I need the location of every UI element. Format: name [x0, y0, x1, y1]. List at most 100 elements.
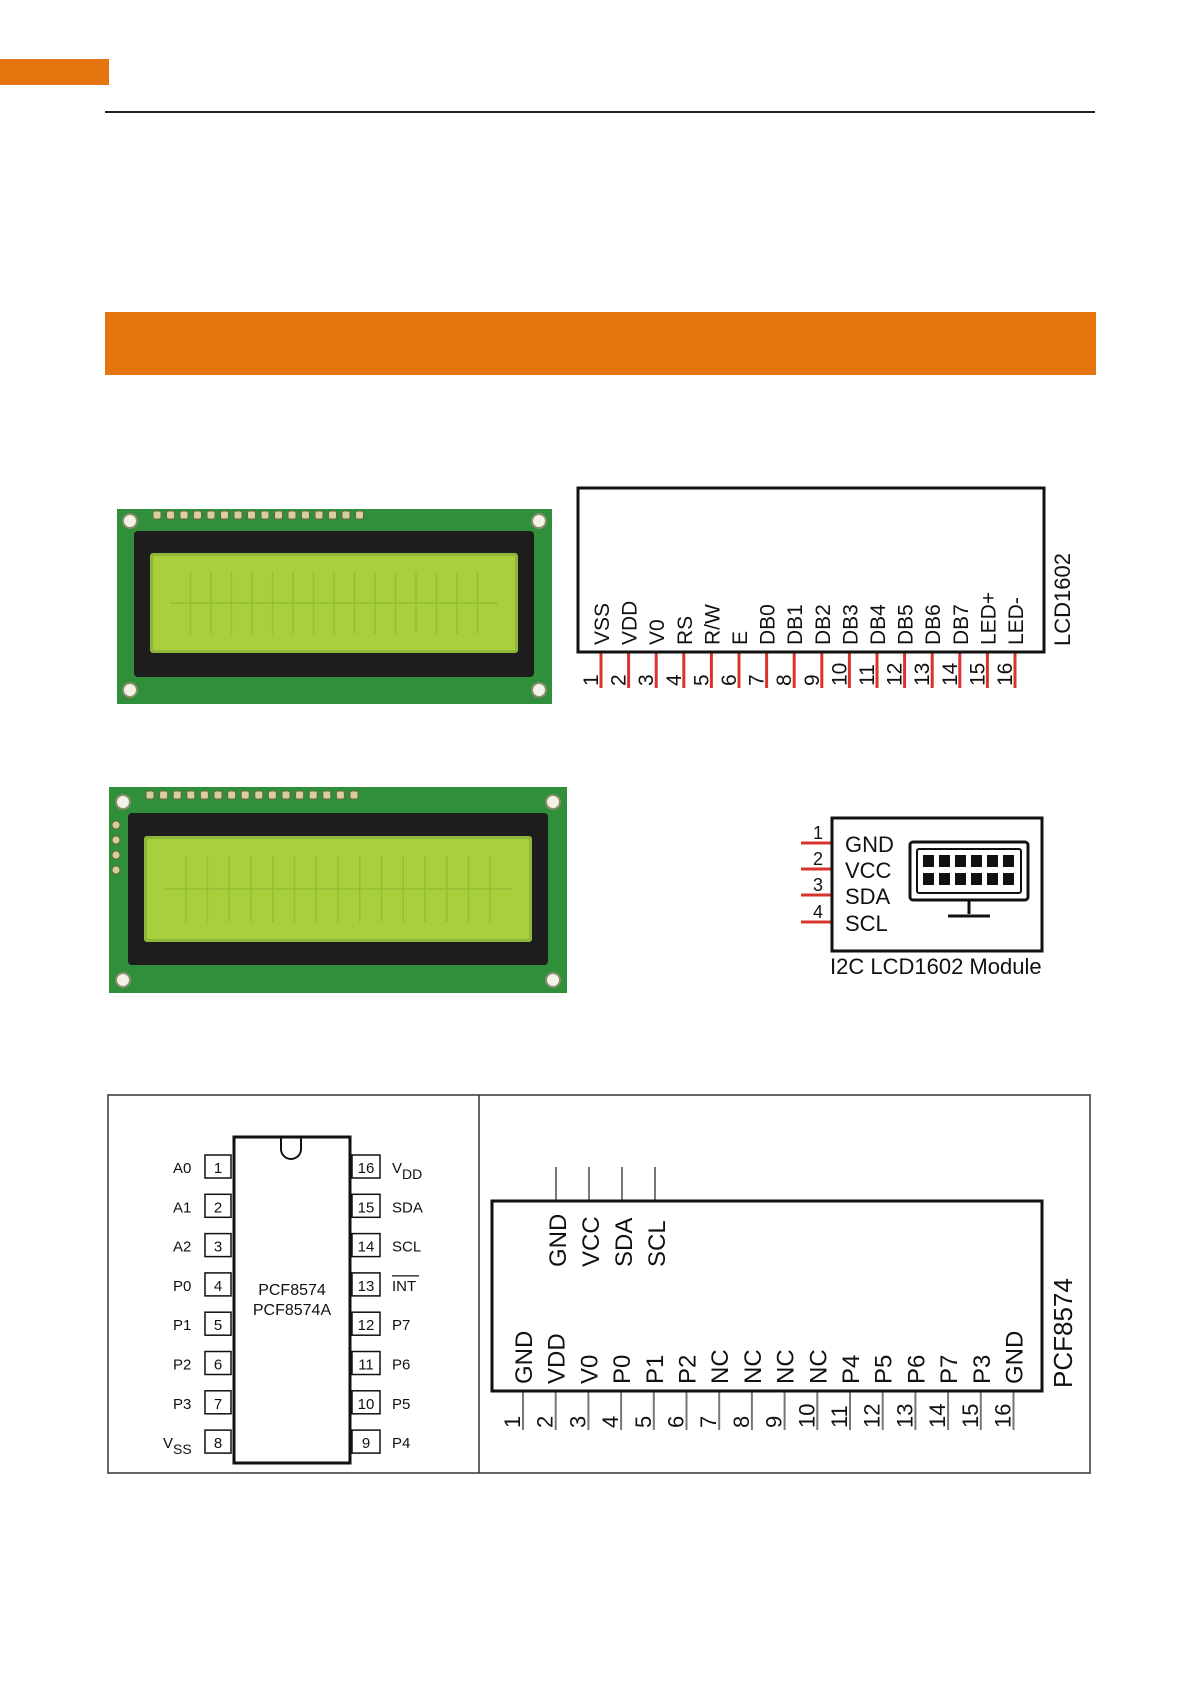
character-grid — [164, 856, 512, 922]
mount-hole — [545, 794, 561, 810]
pcf-top-pin-label: GND — [545, 1214, 572, 1267]
lcd-pin-label: R/W — [701, 604, 724, 645]
lcd-pin-label: LED+ — [977, 592, 1000, 645]
pcf8574-dip-chip: PCF8574 PCF8574A 1A02A13A24P05P16P27P38V… — [163, 1135, 423, 1465]
chip-pin-label: P7 — [392, 1317, 410, 1334]
i2c-pin-number: 3 — [813, 875, 823, 895]
header-pin — [166, 510, 175, 520]
lcd-pin-label: LED- — [1005, 597, 1028, 645]
pcf-pin-number: 1 — [500, 1416, 525, 1428]
chip-pin-number: 4 — [214, 1278, 222, 1295]
pcf-pin-number: 2 — [533, 1416, 558, 1428]
chip-pin-box — [204, 1429, 232, 1454]
pcf-pin-label: GND — [1002, 1331, 1029, 1384]
header-pin — [314, 510, 324, 520]
i2c-side-pins — [111, 820, 121, 875]
lcd-pin-label: VDD — [619, 601, 642, 645]
chip-pin-label: A1 — [173, 1199, 191, 1216]
chip-pin-label: V — [163, 1435, 173, 1452]
i2c-pin-label: GND — [845, 832, 894, 857]
chip-pin-number: 16 — [358, 1160, 375, 1177]
chip-pin-label: P0 — [173, 1278, 191, 1295]
pcf-pin-label: P6 — [903, 1355, 930, 1384]
chip-notch — [280, 1137, 302, 1160]
chip-pin-number: 6 — [214, 1357, 222, 1374]
lcd-pin-number: 6 — [718, 674, 741, 686]
lcd-pin-label: V0 — [646, 619, 669, 645]
monitor-cell — [987, 873, 998, 885]
lcd-pin-number: 8 — [773, 674, 796, 686]
pcf-module-name: PCF8574 — [1048, 1278, 1078, 1388]
chip-pin-number: 14 — [358, 1239, 375, 1256]
chip-pin-label: P4 — [392, 1435, 410, 1452]
section-heading-band — [105, 312, 1096, 375]
pcf-pin-label: GND — [511, 1331, 538, 1384]
monitor-cell — [939, 855, 950, 867]
monitor-cell — [987, 855, 998, 867]
i2c-pin-number: 2 — [813, 849, 823, 869]
chip-pin-box — [204, 1311, 232, 1336]
lcd-pin-number: 2 — [608, 674, 631, 686]
lcd-pin-number: 10 — [828, 663, 851, 686]
header-pin — [213, 790, 223, 800]
header-pin — [287, 510, 297, 520]
header-pin — [254, 790, 264, 800]
lcd-pin-number: 11 — [856, 664, 879, 686]
chip-pin-number: 12 — [358, 1317, 375, 1334]
pcf-pin-label: P2 — [675, 1355, 702, 1384]
chip-pin-label: SCL — [392, 1239, 421, 1256]
header-pin — [267, 790, 277, 800]
header-pin — [199, 790, 209, 800]
pcf-top-pin-label: SCL — [644, 1220, 671, 1267]
lcd-pin-label: DB3 — [839, 604, 862, 645]
header-pin — [281, 790, 291, 800]
header-pin — [111, 865, 121, 875]
pcf-bottom-pin-lines — [522, 1391, 1015, 1430]
header-pin — [159, 790, 169, 800]
header-pin — [247, 510, 256, 520]
lcd-pin-number: 4 — [663, 674, 686, 686]
pcf-pin-number: 11 — [827, 1405, 852, 1428]
i2c-pin-number: 1 — [813, 823, 823, 843]
pcf-pin-label: NC — [773, 1349, 800, 1384]
chip-pin-label: V — [392, 1160, 402, 1177]
chip-pin-box — [351, 1311, 381, 1336]
header-pin — [308, 790, 318, 800]
header-pin — [335, 790, 345, 800]
chip-pin-box — [204, 1232, 232, 1258]
chip-pin-box — [351, 1390, 381, 1415]
pcf-pin-number: 7 — [696, 1416, 721, 1428]
pcf-top-pin-label: VCC — [578, 1216, 605, 1267]
header-pin — [220, 510, 229, 520]
header-pin — [145, 790, 155, 800]
chip-pin-number: 7 — [214, 1396, 222, 1413]
lcd-pin-number: 12 — [884, 663, 907, 686]
header-pin — [240, 790, 250, 800]
header-pin — [355, 510, 364, 520]
header-pin — [111, 820, 121, 830]
pcf-pin-number: 9 — [762, 1416, 787, 1428]
i2c-pin-lines — [801, 841, 834, 924]
header-pin — [152, 510, 162, 520]
header-pin — [322, 790, 332, 800]
pcf-pin-number: 15 — [958, 1404, 983, 1428]
lcd-pin-number: 5 — [690, 674, 713, 686]
chip-pin-box — [351, 1350, 381, 1376]
pcf-pin-number: 6 — [664, 1416, 689, 1428]
chip-pin-subscript: DD — [402, 1166, 422, 1182]
lcd-pin-label: DB0 — [757, 604, 780, 645]
pin-header — [152, 510, 364, 520]
chip-pin-number: 5 — [214, 1317, 222, 1334]
header-pin — [179, 510, 189, 520]
pcf-pin-label: P7 — [936, 1355, 963, 1384]
character-grid — [170, 572, 498, 634]
chip-pin-number: 1 — [214, 1160, 222, 1177]
chip-pin-box — [204, 1193, 232, 1219]
chip-pin-label: P1 — [173, 1317, 191, 1334]
lcd-pin-number: 3 — [635, 674, 658, 686]
